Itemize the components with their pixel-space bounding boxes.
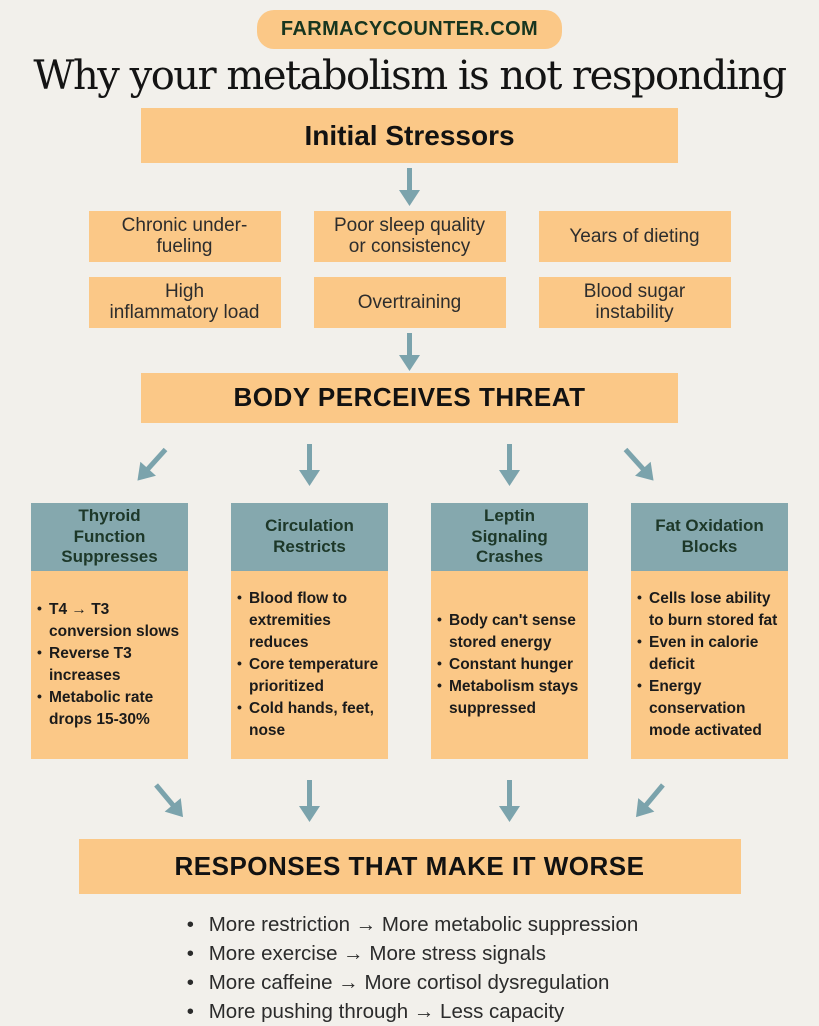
bullet-item: Blood flow to extremities reduces (235, 588, 384, 654)
column-circulation: Circulation Restricts Blood flow to extr… (231, 502, 388, 759)
column-header: Thyroid Function Suppresses (31, 502, 188, 571)
bullet-item: T4 → T3 conversion slows (35, 599, 184, 643)
column-leptin: Leptin Signaling Crashes Body can't sens… (431, 502, 588, 759)
stressor-box: Years of dieting (538, 211, 731, 262)
responses-banner: RESPONSES THAT MAKE IT WORSE (78, 838, 741, 894)
column-body: Body can't sense stored energy Constant … (431, 570, 588, 759)
bullet-item: Core temperature prioritized (235, 654, 384, 698)
arrow-row-1 (0, 168, 819, 206)
arrow-cell (431, 765, 588, 837)
bullet-item: Body can't sense stored energy (435, 610, 584, 654)
down-arrow-icon (299, 779, 320, 822)
diagonal-down-right-arrow-icon (623, 447, 654, 481)
bullet-item: Metabolism stays suppressed (435, 676, 584, 720)
down-arrow-icon (299, 443, 320, 486)
stressor-box: Blood sugar instability (538, 276, 731, 328)
stressor-grid: Chronic under- fueling Poor sleep qualit… (88, 211, 731, 328)
threat-banner-label: BODY PERCEIVES THREAT (233, 382, 586, 413)
response-item: More restriction → More metabolic suppre… (181, 910, 639, 939)
stressor-box: High inflammatory load (88, 276, 281, 328)
initial-stressors-banner: Initial Stressors (141, 108, 678, 163)
column-fat-oxidation: Fat Oxidation Blocks Cells lose ability … (631, 502, 788, 759)
column-header: Circulation Restricts (231, 502, 388, 571)
arrow-cell (31, 765, 188, 837)
arrow-cell (231, 765, 388, 837)
bullet-item: Even in calorie deficit (635, 632, 784, 676)
arrow-cell (31, 429, 188, 501)
down-arrow-icon (399, 168, 420, 206)
site-badge: FARMACYCOUNTER.COM (256, 10, 563, 49)
bullet-item: Reverse T3 increases (35, 643, 184, 687)
page-title: Why your metabolism is not responding (33, 53, 787, 99)
response-item: More pushing through → Less capacity (181, 997, 639, 1026)
column-header: Leptin Signaling Crashes (431, 502, 588, 571)
response-item: More caffeine → More cortisol dysregulat… (181, 968, 639, 997)
column-bullet-list: Cells lose ability to burn stored fat Ev… (635, 588, 784, 742)
diagonal-down-right-arrow-icon (154, 783, 183, 817)
column-body: Blood flow to extremities reduces Core t… (231, 570, 388, 759)
down-arrow-icon (399, 332, 420, 371)
bullet-item: Cells lose ability to burn stored fat (635, 588, 784, 632)
bullet-item: Metabolic rate drops 15-30% (35, 687, 184, 731)
stressor-box: Chronic under- fueling (88, 211, 281, 262)
column-thyroid: Thyroid Function Suppresses T4 → T3 conv… (31, 502, 188, 759)
diagonal-down-left-arrow-icon (137, 447, 168, 481)
arrow-cell (431, 429, 588, 501)
badge-row: FARMACYCOUNTER.COM (0, 10, 819, 49)
arrow-row-4 (31, 765, 788, 837)
bullet-item: Constant hunger (435, 654, 584, 676)
down-arrow-icon (499, 779, 520, 822)
arrow-cell (231, 429, 388, 501)
column-bullet-list: Blood flow to extremities reduces Core t… (235, 588, 384, 742)
arrow-cell (623, 429, 788, 501)
arrow-row-3 (31, 429, 788, 501)
column-body: Cells lose ability to burn stored fat Ev… (631, 570, 788, 759)
bullet-item: Cold hands, feet, nose (235, 698, 384, 742)
column-bullet-list: Body can't sense stored energy Constant … (435, 610, 584, 720)
arrow-cell (631, 765, 788, 837)
column-body: T4 → T3 conversion slows Reverse T3 incr… (31, 570, 188, 759)
stressor-box: Overtraining (313, 276, 506, 328)
outcome-columns: Thyroid Function Suppresses T4 → T3 conv… (31, 502, 788, 759)
initial-stressors-label: Initial Stressors (304, 119, 515, 151)
response-item: More exercise → More stress signals (181, 939, 639, 968)
column-bullet-list: T4 → T3 conversion slows Reverse T3 incr… (35, 599, 184, 731)
threat-banner: BODY PERCEIVES THREAT (141, 372, 678, 423)
responses-banner-label: RESPONSES THAT MAKE IT WORSE (174, 850, 645, 881)
responses-list: More restriction → More metabolic suppre… (181, 910, 639, 1026)
column-header: Fat Oxidation Blocks (631, 502, 788, 571)
down-arrow-icon (499, 443, 520, 486)
diagonal-down-left-arrow-icon (636, 783, 665, 817)
stressor-box: Poor sleep quality or consistency (313, 211, 506, 262)
bullet-item: Energy conservation mode activated (635, 676, 784, 742)
arrow-row-2 (0, 332, 819, 371)
